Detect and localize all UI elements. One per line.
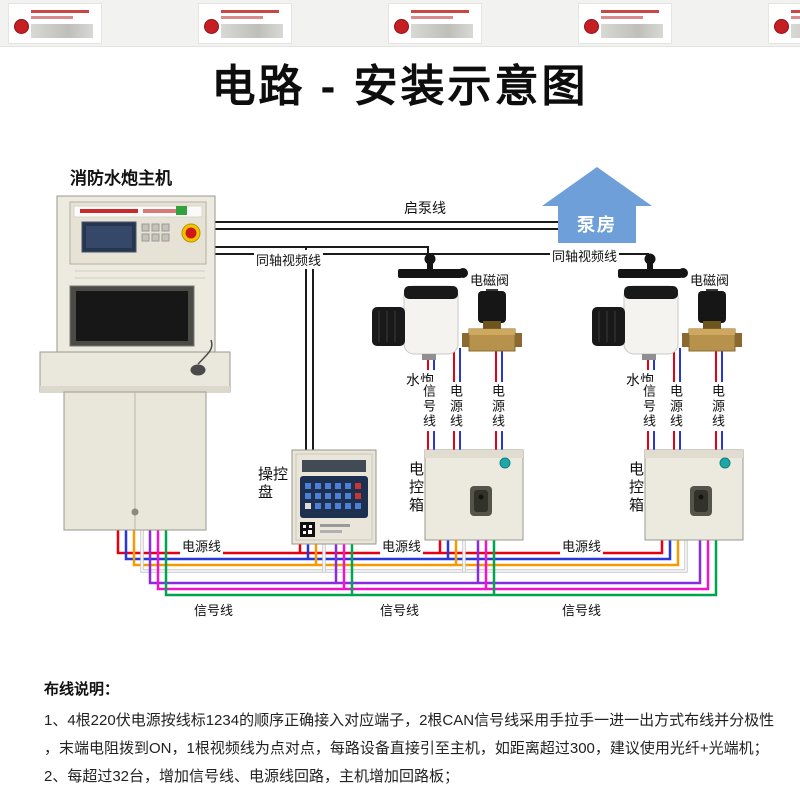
brand-logo-icon [394, 19, 409, 34]
thumb-text-bar [791, 10, 800, 13]
water-cannon [372, 253, 468, 360]
thumb-text-bar [31, 10, 89, 13]
thumb-text-bar [221, 16, 263, 19]
solenoid-valve [462, 285, 522, 352]
electric-control-box [424, 449, 524, 541]
pump-house-label: 泵房 [577, 215, 617, 235]
wire-label-signal-h2: 信号线 [378, 600, 422, 619]
wire-label-signal-vertical-right: 信号线 [639, 382, 658, 431]
thumb-text-bar [791, 16, 800, 19]
brand-logo-icon [204, 19, 219, 34]
wire-label-signal-h1: 信号线 [192, 600, 236, 619]
valve-label-right: 电磁阀 [688, 270, 732, 289]
brand-logo-icon [774, 19, 789, 34]
thumb-text-bar [221, 10, 279, 13]
wiring-notes: 布线说明： 1、4根220伏电源按线标1234的顺序正确接入对应端子，2根CAN… [44, 678, 784, 791]
product-thumbnail [578, 3, 672, 44]
solenoid-valve [681, 284, 743, 352]
control-box-label-right: 电控箱 [627, 461, 644, 515]
wire-label-power-h3: 电源线 [560, 536, 604, 555]
brand-logo-icon [14, 19, 29, 34]
wire-label-signal-vertical-left: 信号线 [419, 382, 438, 431]
thumb-image [411, 24, 473, 38]
signal-wire-bundle [148, 530, 718, 597]
wire-label-pump-start: 启泵线 [404, 200, 446, 216]
thumb-image [791, 24, 800, 38]
notes-line-1: 1、4根220伏电源按线标1234的顺序正确接入对应端子，2根CAN信号线采用手… [44, 712, 775, 729]
pump-house [542, 167, 652, 243]
thumb-image [31, 24, 93, 38]
thumb-image [601, 24, 663, 38]
wire-label-signal-h3: 信号线 [560, 600, 604, 619]
wire-label-power-vertical-right2: 电源线 [708, 382, 727, 431]
control-panel-label: 操控盘 [258, 466, 289, 501]
thumb-text-bar [411, 16, 453, 19]
thumb-text-bar [411, 10, 469, 13]
pump-start-wires [215, 221, 618, 230]
notes-line-2: ，末端电阻拨到ON，1根视频线为点对点，每路设备直接引至主机，如距离超过300，… [44, 740, 769, 757]
wire-label-power-h1: 电源线 [180, 536, 224, 555]
thumb-text-bar [601, 10, 659, 13]
wire-label-power-vertical-left2: 电源线 [488, 382, 507, 431]
valve-label-left: 电磁阀 [468, 270, 512, 289]
water-cannon [591, 253, 689, 361]
product-thumbnail [8, 3, 102, 44]
wire-label-power-vertical-left1: 电源线 [446, 382, 465, 431]
top-product-strip [0, 0, 800, 47]
wire-label-power-vertical-right1: 电源线 [666, 382, 685, 431]
wire-label-coax-right: 同轴视频线 [550, 246, 620, 265]
product-thumbnail [388, 3, 482, 44]
brand-logo-icon [584, 19, 599, 34]
product-thumbnail [198, 3, 292, 44]
thumb-text-bar [601, 16, 643, 19]
notes-line-3: 2、每超过32台，增加信号线、电源线回路，主机增加回路板； [44, 768, 460, 785]
control-box-label-left: 电控箱 [407, 461, 424, 515]
control-panel [291, 449, 377, 545]
console-machine [39, 195, 231, 531]
thumb-image [221, 24, 283, 38]
product-thumbnail [768, 3, 800, 44]
console-label: 消防水炮主机 [70, 169, 172, 188]
wire-label-power-h2: 电源线 [380, 536, 424, 555]
thumb-text-bar [31, 16, 73, 19]
electric-control-box [644, 449, 744, 541]
page-title: 电路 - 安装示意图 [211, 62, 589, 111]
wire-label-coax-left: 同轴视频线 [254, 250, 324, 269]
notes-heading: 布线说明： [44, 681, 120, 698]
